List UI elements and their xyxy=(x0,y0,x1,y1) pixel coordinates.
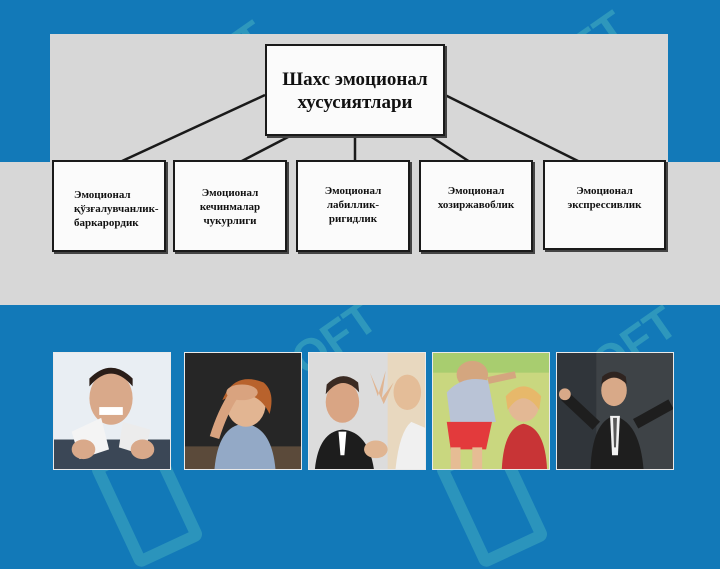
expressive-speaker-photo xyxy=(556,352,674,470)
diagram-child-box-1: Эмоционал қўзғалувчанлик- баркарордик xyxy=(52,160,166,252)
diagram-child-box-3: Эмоционал лабиллик- ригидлик xyxy=(296,160,410,252)
angry-man-photo xyxy=(53,352,171,470)
arguing-couple-photo xyxy=(308,352,426,470)
connector-line-1 xyxy=(119,93,266,164)
diagram-root-box: Шахс эмоционал хусусиятлари xyxy=(265,44,445,136)
diagram-child-box-2: Эмоционал кечинмалар чукурлиги xyxy=(173,160,287,252)
connector-line-5 xyxy=(444,93,581,164)
diagram-connectors xyxy=(119,93,581,164)
stressed-woman-photo xyxy=(184,352,302,470)
connector-line-4 xyxy=(429,134,471,164)
diagram-child-box-5: Эмоционал экспрессивлик xyxy=(543,160,666,250)
diagram-child-box-4: Эмоционал хозиржавоблик xyxy=(419,160,533,252)
connector-line-2 xyxy=(239,134,291,164)
children-conflict-photo xyxy=(432,352,550,470)
